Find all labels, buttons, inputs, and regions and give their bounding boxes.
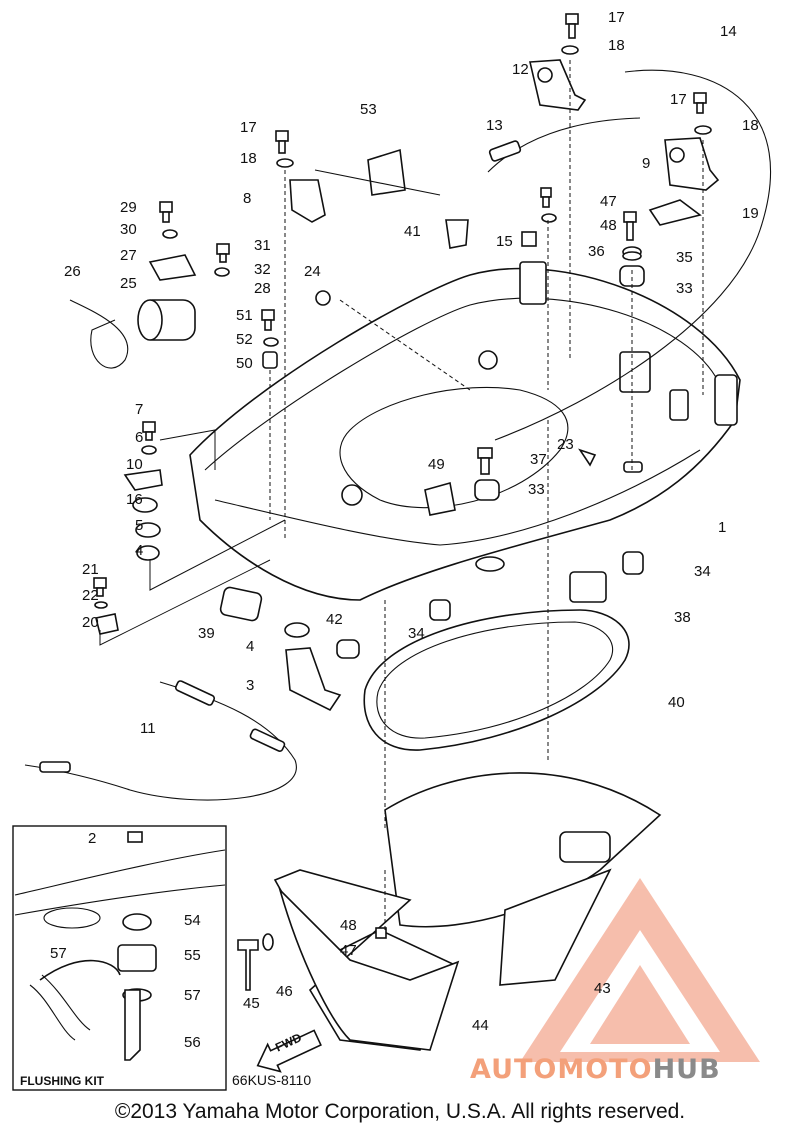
callout-52: 52 xyxy=(236,331,253,348)
callout-32: 32 xyxy=(254,261,271,278)
flushing-kit-label: FLUSHING KIT xyxy=(20,1074,105,1088)
callout-33: 33 xyxy=(676,280,693,297)
callout-51: 51 xyxy=(236,307,253,324)
watermark-logo xyxy=(520,878,760,1062)
bolts-washers xyxy=(93,13,712,609)
callout-28: 28 xyxy=(254,280,271,297)
callout-18: 18 xyxy=(608,37,625,54)
callout-27: 27 xyxy=(120,247,137,264)
fwd-arrow-icon xyxy=(256,1029,322,1073)
callout-4: 4 xyxy=(135,542,143,559)
callout-7: 7 xyxy=(135,401,143,418)
callout-1: 1 xyxy=(718,519,726,536)
lower-covers xyxy=(237,772,662,1051)
callout-36: 36 xyxy=(588,243,605,260)
callout-34: 34 xyxy=(408,625,425,642)
callout-44: 44 xyxy=(472,1017,489,1034)
flushing-kit-panel xyxy=(12,825,227,1091)
seal-ring xyxy=(363,609,630,751)
callout-14: 14 xyxy=(720,23,737,40)
solenoid-group xyxy=(69,254,197,369)
callout-41: 41 xyxy=(404,223,421,240)
callout-33: 33 xyxy=(528,481,545,498)
callout-22: 22 xyxy=(82,587,99,604)
callout-48: 48 xyxy=(340,917,357,934)
copyright-notice: ©2013 Yamaha Motor Corporation, U.S.A. A… xyxy=(114,1100,686,1123)
callout-23: 23 xyxy=(557,436,574,453)
callout-17: 17 xyxy=(240,119,257,136)
callout-12: 12 xyxy=(512,61,529,78)
callout-19: 19 xyxy=(742,205,759,222)
callout-20: 20 xyxy=(82,614,99,631)
callout-18: 18 xyxy=(240,150,257,167)
callout-17: 17 xyxy=(670,91,687,108)
diagram-code: 66KUS-8110 xyxy=(232,1072,311,1088)
mount-rubbers xyxy=(429,246,645,621)
callout-9: 9 xyxy=(642,155,650,172)
callout-31: 31 xyxy=(254,237,271,254)
bottom-cowling xyxy=(189,261,741,601)
callout-53: 53 xyxy=(360,101,377,118)
callout-21: 21 xyxy=(82,561,99,578)
callout-29: 29 xyxy=(120,199,137,216)
latch-assemblies xyxy=(289,59,720,226)
callout-37: 37 xyxy=(530,451,547,468)
callout-11: 11 xyxy=(140,720,156,737)
callout-45: 45 xyxy=(243,995,260,1012)
callout-35: 35 xyxy=(676,249,693,266)
callout-8: 8 xyxy=(243,190,251,207)
callout-47: 47 xyxy=(340,942,357,959)
callout-34: 34 xyxy=(694,563,711,580)
callout-16: 16 xyxy=(126,491,143,508)
callout-30: 30 xyxy=(120,221,137,238)
callout-46: 46 xyxy=(276,983,293,1000)
callout-38: 38 xyxy=(674,609,691,626)
callout-54: 54 xyxy=(184,912,201,929)
callout-39: 39 xyxy=(198,625,215,642)
callout-48: 48 xyxy=(600,217,617,234)
watermark-text: AUTOMOTOHUB xyxy=(470,1054,721,1085)
callout-10: 10 xyxy=(126,456,143,473)
callout-6: 6 xyxy=(135,429,143,446)
callout-5: 5 xyxy=(135,517,143,534)
watermark-text-part2: HUB xyxy=(652,1054,721,1085)
misc-parts xyxy=(95,148,607,712)
callout-55: 55 xyxy=(184,947,201,964)
callout-24: 24 xyxy=(304,263,321,280)
callout-17: 17 xyxy=(608,9,625,26)
callout-49: 49 xyxy=(428,456,445,473)
seal-ring-inner xyxy=(376,621,614,739)
callout-42: 42 xyxy=(326,611,343,628)
callout-25: 25 xyxy=(120,275,137,292)
callout-4: 4 xyxy=(246,638,254,655)
callout-57: 57 xyxy=(50,945,67,962)
cables xyxy=(24,69,772,801)
callout-47: 47 xyxy=(600,193,617,210)
callout-43: 43 xyxy=(594,980,611,997)
callout-56: 56 xyxy=(184,1034,201,1051)
callout-3: 3 xyxy=(246,677,254,694)
callout-50: 50 xyxy=(236,355,253,372)
callout-57: 57 xyxy=(184,987,201,1004)
callout-15: 15 xyxy=(496,233,513,250)
callout-18: 18 xyxy=(742,117,759,134)
callout-13: 13 xyxy=(486,117,503,134)
callout-40: 40 xyxy=(668,694,685,711)
callout-26: 26 xyxy=(64,263,81,280)
callout-2: 2 xyxy=(88,830,96,847)
watermark-text-part1: AUTOMOTO xyxy=(470,1054,653,1085)
